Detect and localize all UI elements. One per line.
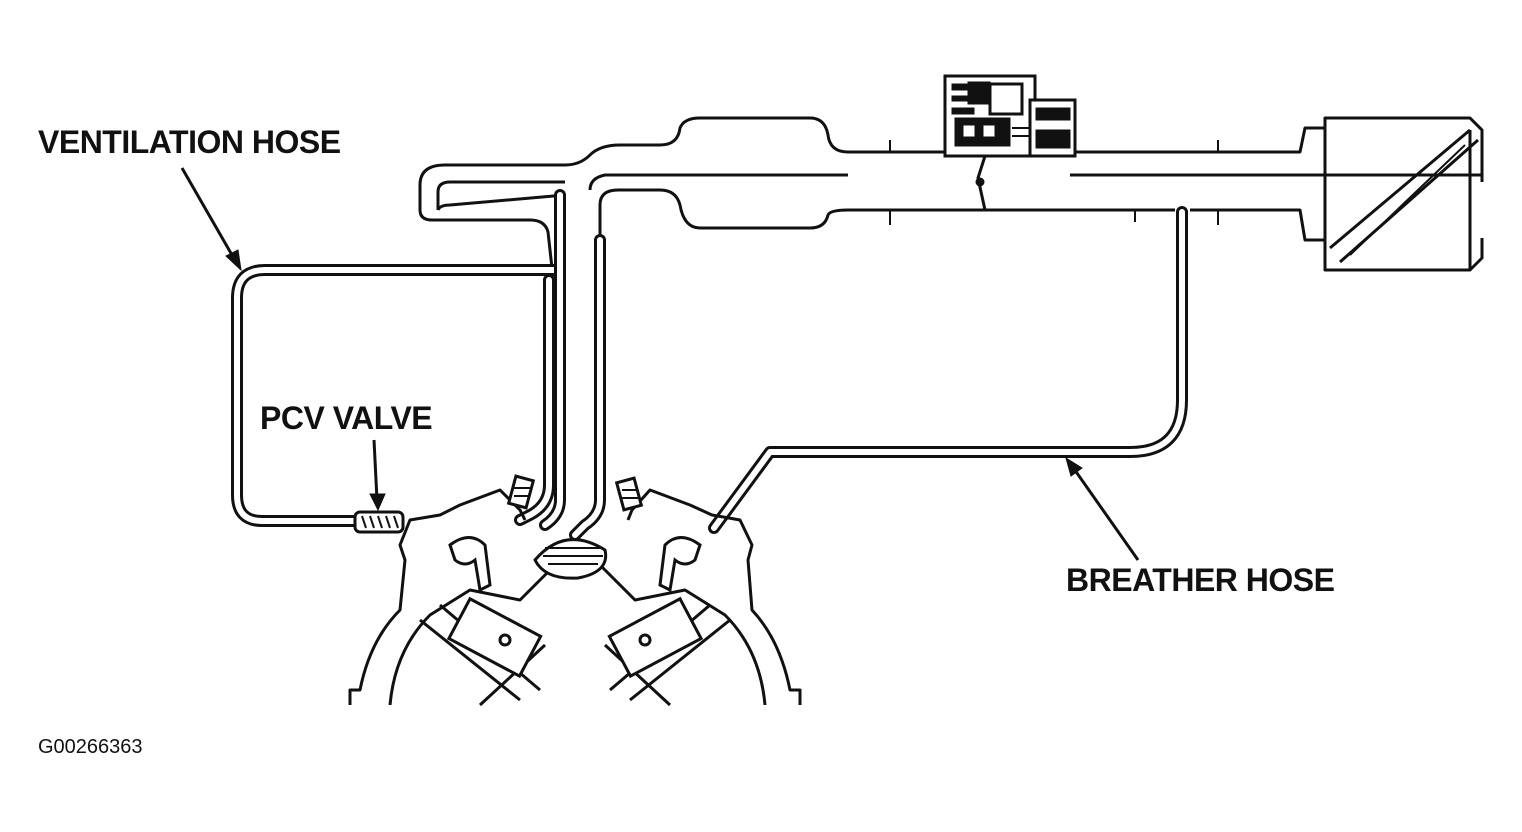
leader-arrows [180,167,1140,561]
ventilation-hose-label: VENTILATION HOSE [38,124,341,160]
figure-code: G00266363 [38,736,143,758]
pcv-valve [353,510,405,534]
ventilation-hose [231,264,561,527]
engine-block [348,474,802,707]
pcv-valve-label: PCV VALVE [260,400,433,436]
throttle-body [943,74,1077,211]
breather-hose-label: BREATHER HOSE [1066,562,1335,598]
breather-hose [708,206,1188,534]
crossover-tube [539,189,606,541]
intake-duct [418,116,1484,272]
